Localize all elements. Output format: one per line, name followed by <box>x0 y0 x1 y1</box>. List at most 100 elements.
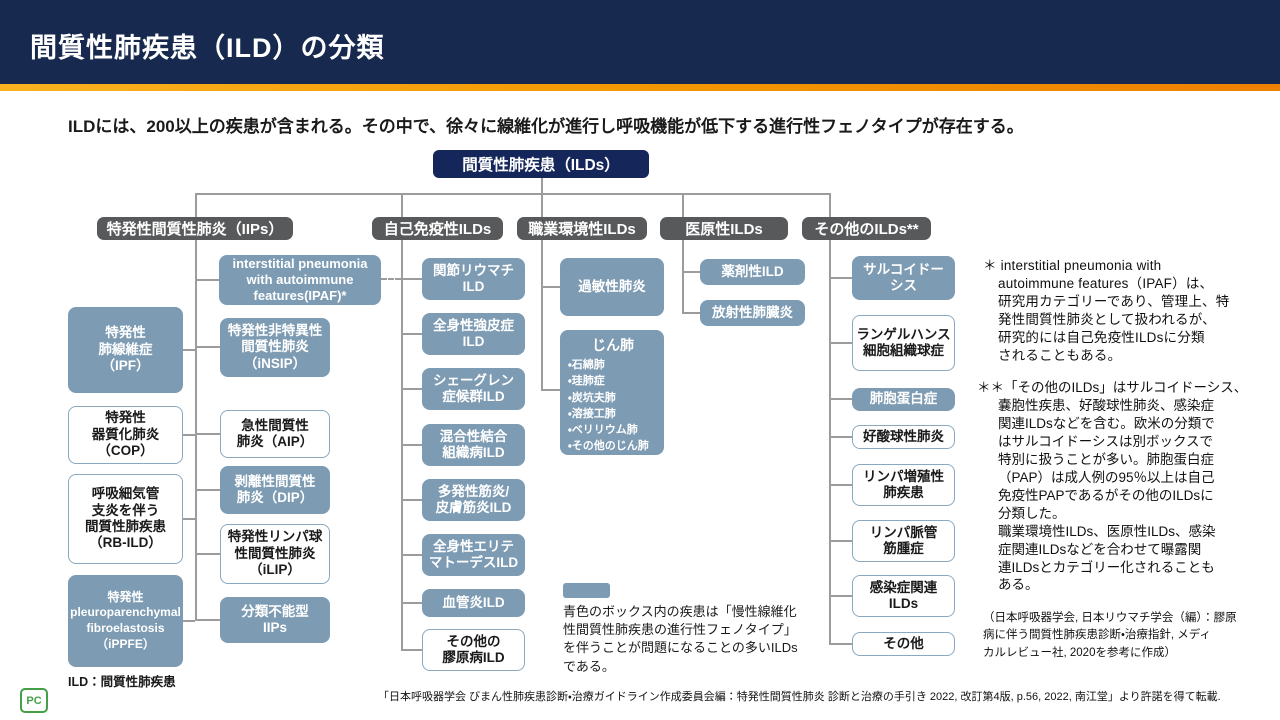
connector-branch <box>401 388 422 390</box>
legend-text: 青色のボックス内の疾患は「慢性線維化 性間質性肺疾患の進行性フェノタイプ」 を伴… <box>563 604 798 674</box>
node-ilip: 特発性リンパ球 性間質性肺炎 （iLIP） <box>220 524 330 584</box>
connector-branch <box>401 333 422 335</box>
node-label: 全身性エリテ マトーデスILD <box>428 538 519 570</box>
node-ipaf: interstitial pneumonia with autoimmune f… <box>219 255 381 305</box>
citation-bottom: 「日本呼吸器学会 びまん性肺疾患診断・治療ガイドライン作成委員会編：特発性間質性… <box>378 691 1221 703</box>
node-label: 特発性 器質化肺炎 （COP） <box>91 410 160 459</box>
connector-trunk-others <box>829 193 831 644</box>
node-sle-ild: 全身性エリテ マトーデスILD <box>422 534 525 576</box>
connector-branch <box>195 279 220 281</box>
connector-branch <box>541 286 560 288</box>
connector-branch <box>183 518 195 520</box>
connector-branch <box>401 278 422 280</box>
connector-trunk-iips <box>195 193 197 621</box>
node-ra-ild: 関節リウマチ ILD <box>422 258 525 300</box>
node-insip: 特発性非特異性 間質性肺炎 （iNSIP） <box>220 318 330 377</box>
footnote-abbreviation: ILD：間質性肺疾患 <box>68 675 176 689</box>
node-pneumoconiosis: じん肺 ・石綿肺 ・珪肺症 ・炭坑夫肺 ・溶接工肺 ・ベリリウム肺 ・その他のじ… <box>560 330 664 455</box>
connector-branch <box>195 346 220 348</box>
node-label: シェーグレン 症候群ILD <box>433 372 514 404</box>
node-label: 薬剤性ILD <box>721 263 784 279</box>
node-aip: 急性間質性 肺炎（AIP） <box>220 410 330 458</box>
node-ipf: 特発性 肺線維症 （IPF） <box>68 307 183 393</box>
connector-branch <box>195 433 220 435</box>
pc-logo: PC <box>20 688 48 713</box>
root-node-ilds: 間質性肺疾患（ILDs） <box>433 150 649 178</box>
node-label: 好酸球性肺炎 <box>863 428 944 444</box>
node-lam: リンパ脈管 筋腫症 <box>852 520 955 562</box>
pneumoconiosis-item: ・ベリリウム肺 <box>568 424 638 437</box>
node-other-collagen-ild: その他の 膠原病ILD <box>422 629 525 671</box>
connector-branch <box>682 312 700 314</box>
connector-branch <box>682 271 700 273</box>
node-label: 多発性筋炎/ 皮膚筋炎ILD <box>435 483 512 515</box>
category-autoimmune: 自己免疫性ILDs <box>372 217 503 240</box>
node-label: 全身性強皮症 ILD <box>433 317 514 349</box>
node-label: じん肺 <box>592 337 634 353</box>
connector-branch <box>829 436 852 438</box>
node-vasculitis-ild: 血管炎ILD <box>422 589 525 617</box>
legend-blue-swatch <box>563 583 610 598</box>
category-others: その他のILDs** <box>802 217 931 240</box>
connector-branch <box>829 277 852 279</box>
node-label: リンパ増殖性 肺疾患 <box>863 468 944 500</box>
header-bar: 間質性肺疾患（ILD）の分類 <box>0 0 1280 84</box>
connector-branch <box>829 595 852 597</box>
node-label: その他の 膠原病ILD <box>442 633 505 665</box>
connector-branch <box>829 342 852 344</box>
node-label: 急性間質性 肺炎（AIP） <box>236 417 314 449</box>
accent-stripe <box>0 84 1280 91</box>
node-ssc-ild: 全身性強皮症 ILD <box>422 313 525 355</box>
connector-dashed-ipaf <box>381 278 401 280</box>
node-label: 肺胞蛋白症 <box>869 391 938 407</box>
connector-branch <box>195 619 220 621</box>
node-label: 特発性 肺線維症 （IPF） <box>98 325 153 374</box>
category-occupational: 職業環境性ILDs <box>517 217 647 240</box>
footnote-ipaf: ＊ interstitial pneumonia with autoimmune… <box>983 258 1230 363</box>
connector-branch <box>829 540 852 542</box>
node-label: 分類不能型 IIPs <box>241 603 309 635</box>
footnote-other-ilds: ＊＊「その他のILDs」はサルコイドーシス、 嚢胞性疾患、好酸球性肺炎、感染症 … <box>977 380 1248 593</box>
connector-trunk-autoimmune <box>401 193 403 650</box>
connector-branch <box>541 389 560 391</box>
page-title: 間質性肺疾患（ILD）の分類 <box>30 33 385 63</box>
connector-branch <box>183 620 195 622</box>
connector-branch <box>195 489 220 491</box>
node-langerhans: ランゲルハンス 細胞組織球症 <box>852 315 955 371</box>
connector-branch <box>401 554 422 556</box>
pneumoconiosis-item: ・溶接工肺 <box>568 407 616 420</box>
pneumoconiosis-item: ・珪肺症 <box>568 375 605 388</box>
node-label: その他 <box>883 635 924 651</box>
pneumoconiosis-item: ・炭坑夫肺 <box>568 391 616 404</box>
node-other: その他 <box>852 632 955 656</box>
node-ippfe: 特発性 pleuroparenchymal fibroelastosis （iP… <box>68 575 183 667</box>
node-label: ランゲルハンス 細胞組織球症 <box>856 326 951 358</box>
node-mctd-ild: 混合性結合 組織病ILD <box>422 424 525 466</box>
node-label: 特発性非特異性 間質性肺炎 （iNSIP） <box>227 322 323 371</box>
category-iips: 特発性間質性肺炎（IIPs） <box>97 217 293 240</box>
node-radiation-pneumonitis: 放射性肺臓炎 <box>700 300 805 326</box>
intro-text: ILDには、200以上の疾患が含まれる。その中で、徐々に線維化が進行し呼吸機能が… <box>68 117 1024 136</box>
node-label: 特発性リンパ球 性間質性肺炎 （iLIP） <box>227 529 323 578</box>
node-label: 特発性 pleuroparenchymal fibroelastosis （iP… <box>70 589 181 651</box>
category-iatrogenic: 医原性ILDs <box>660 217 788 240</box>
node-label: 呼吸細気管 支炎を伴う 間質性肺疾患 （RB-ILD） <box>85 486 166 551</box>
connector-branch <box>401 649 422 651</box>
node-eosinophilic-pneumonia: 好酸球性肺炎 <box>852 425 955 449</box>
node-label: リンパ脈管 筋腫症 <box>869 524 938 556</box>
node-label: 過敏性肺炎 <box>578 278 646 294</box>
node-lymphoproliferative: リンパ増殖性 肺疾患 <box>852 464 955 506</box>
connector-branch <box>829 484 852 486</box>
connector-trunk-occupational <box>541 178 543 390</box>
citation-right: （日本呼吸器学会, 日本リウマチ学会（編）：膠原 病に伴う間質性肺疾患診断・治療… <box>983 612 1237 659</box>
node-pap: 肺胞蛋白症 <box>852 388 955 411</box>
connector-rail <box>195 193 829 195</box>
connector-branch <box>401 499 422 501</box>
node-hypersensitivity-pneumonitis: 過敏性肺炎 <box>560 258 664 316</box>
connector-trunk-iatrogenic <box>682 193 684 313</box>
node-label: サルコイドー シス <box>863 261 944 293</box>
connector-branch <box>195 553 220 555</box>
connector-branch <box>183 349 195 351</box>
node-label: interstitial pneumonia with autoimmune f… <box>232 255 368 304</box>
